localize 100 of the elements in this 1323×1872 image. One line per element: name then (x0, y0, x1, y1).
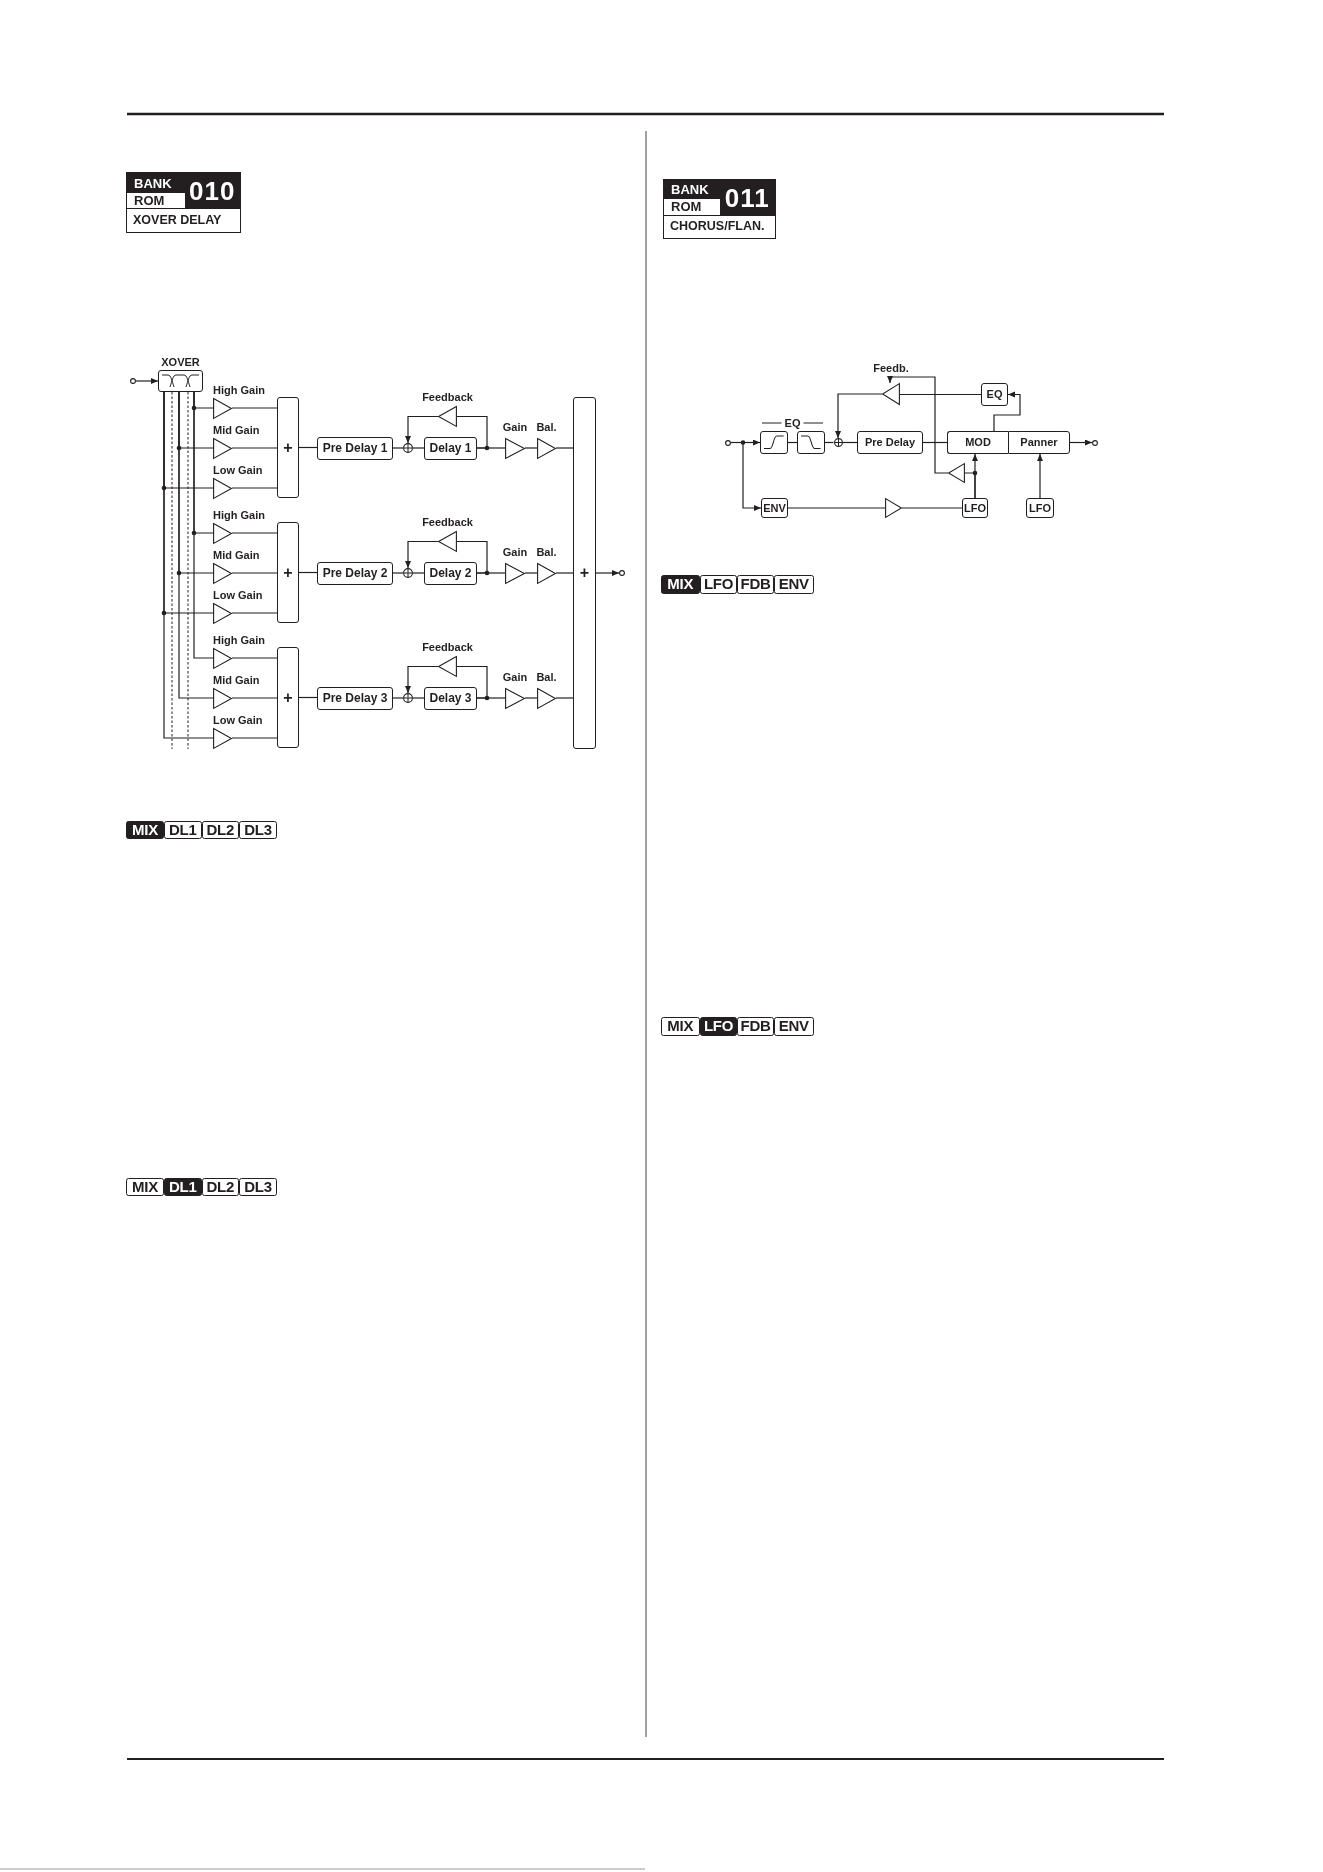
signal-line (899, 393, 982, 396)
parameter-label: High Gain (213, 508, 265, 521)
parameter-label: Gain (502, 545, 528, 558)
signal-line (231, 487, 278, 489)
parameter-label: Mid Gain (213, 423, 260, 436)
signal-line (524, 447, 538, 449)
mixer-box: + (277, 522, 299, 623)
signal-arrow (887, 376, 949, 474)
signal-line (524, 697, 538, 699)
section-tab: FDB (737, 1016, 774, 1036)
parameter-label: Bal. (536, 545, 557, 558)
mixer-box: + (277, 647, 299, 748)
signal-line (231, 657, 278, 659)
signal-line (412, 447, 425, 449)
signal-line (392, 697, 404, 699)
signal-arrow (405, 665, 439, 694)
parameter-label: Low Gain (213, 588, 263, 601)
signal-arrow (730, 441, 762, 511)
signal-line (456, 415, 488, 449)
parameter-label: Feedback (422, 516, 473, 528)
process-box: Pre Delay 2 (317, 561, 393, 585)
signal-line (231, 737, 278, 739)
section-tab: DL2 (201, 1177, 239, 1196)
signal-line (392, 447, 404, 449)
parameter-label: Low Gain (213, 463, 263, 476)
process-box: MOD (947, 431, 1008, 454)
signal-line (231, 612, 278, 614)
signal-line (178, 391, 214, 699)
parameter-label: Feedb. (873, 362, 909, 374)
signal-line (231, 572, 278, 574)
signal-line (231, 697, 278, 699)
process-box: EQ (981, 383, 1008, 406)
parameter-label: Bal. (536, 420, 557, 433)
signal-arrow (405, 540, 439, 569)
signal-line (555, 447, 574, 449)
parameter-label: High Gain (213, 633, 265, 646)
signal-arrow (595, 570, 620, 576)
signal-line (476, 572, 506, 574)
eq-label: EQ (784, 417, 801, 429)
signal-line (964, 472, 976, 499)
process-box: Delay 3 (424, 686, 477, 710)
section-tab: ENV (774, 575, 814, 594)
process-box: Pre Delay 3 (317, 686, 393, 710)
section-tab: MIX (126, 821, 164, 839)
section-tab: DL1 (164, 1177, 202, 1196)
process-box: ENV (761, 498, 788, 518)
signal-line (163, 391, 214, 739)
bank-label: BANK (127, 173, 185, 193)
preset-number: 010 (185, 173, 240, 208)
section-tab: MIX (660, 575, 700, 594)
signal-line (392, 572, 404, 574)
signal-line (555, 697, 574, 699)
parameter-label: High Gain (213, 383, 265, 396)
section-tab: DL2 (201, 821, 239, 839)
mixer-box: + (573, 397, 596, 749)
preset-badge (663, 179, 776, 239)
signal-line (412, 697, 425, 699)
signal-arrow (835, 393, 883, 439)
signal-arrow (993, 391, 1021, 432)
signal-line (901, 507, 963, 509)
process-box: LFO (1026, 498, 1054, 518)
process-box: Delay 1 (424, 436, 477, 460)
signal-arrow (135, 378, 159, 384)
block-title: XOVER (161, 356, 200, 368)
signal-line (922, 441, 948, 444)
parameter-label: Bal. (536, 670, 557, 683)
signal-line (824, 441, 835, 444)
parameter-label: Low Gain (213, 713, 263, 726)
signal-line (524, 572, 538, 574)
section-tab: LFO (700, 575, 737, 594)
signal-line (456, 540, 488, 574)
signal-line (787, 507, 886, 509)
preset-badge (126, 172, 241, 233)
parameter-label: Gain (502, 420, 528, 433)
signal-line (456, 665, 488, 699)
process-box: Pre Delay (857, 431, 923, 454)
process-box: LFO (962, 498, 988, 518)
signal-arrow (405, 415, 439, 444)
section-tab: LFO (700, 1016, 737, 1036)
section-tab: DL1 (164, 821, 202, 839)
signal-line (476, 447, 506, 449)
parameter-label: Mid Gain (213, 673, 260, 686)
process-box: Panner (1008, 431, 1070, 454)
parameter-label: Feedback (422, 641, 473, 653)
section-tab: DL3 (239, 1177, 277, 1196)
process-box: Delay 2 (424, 561, 477, 585)
mixer-box: + (277, 397, 299, 498)
parameter-label: Mid Gain (213, 548, 260, 561)
section-tab: ENV (774, 1016, 814, 1036)
parameter-label: Feedback (422, 391, 473, 403)
preset-name: CHORUS/FLAN. (664, 215, 775, 238)
signal-arrow (1069, 439, 1093, 446)
preset-number: 011 (720, 180, 775, 215)
signal-line (193, 391, 214, 659)
signal-line (231, 407, 278, 409)
signal-line (231, 447, 278, 449)
signal-line (555, 572, 574, 574)
preset-name: XOVER DELAY (127, 208, 240, 232)
process-box: Pre Delay 1 (317, 436, 393, 460)
signal-line (476, 697, 506, 699)
